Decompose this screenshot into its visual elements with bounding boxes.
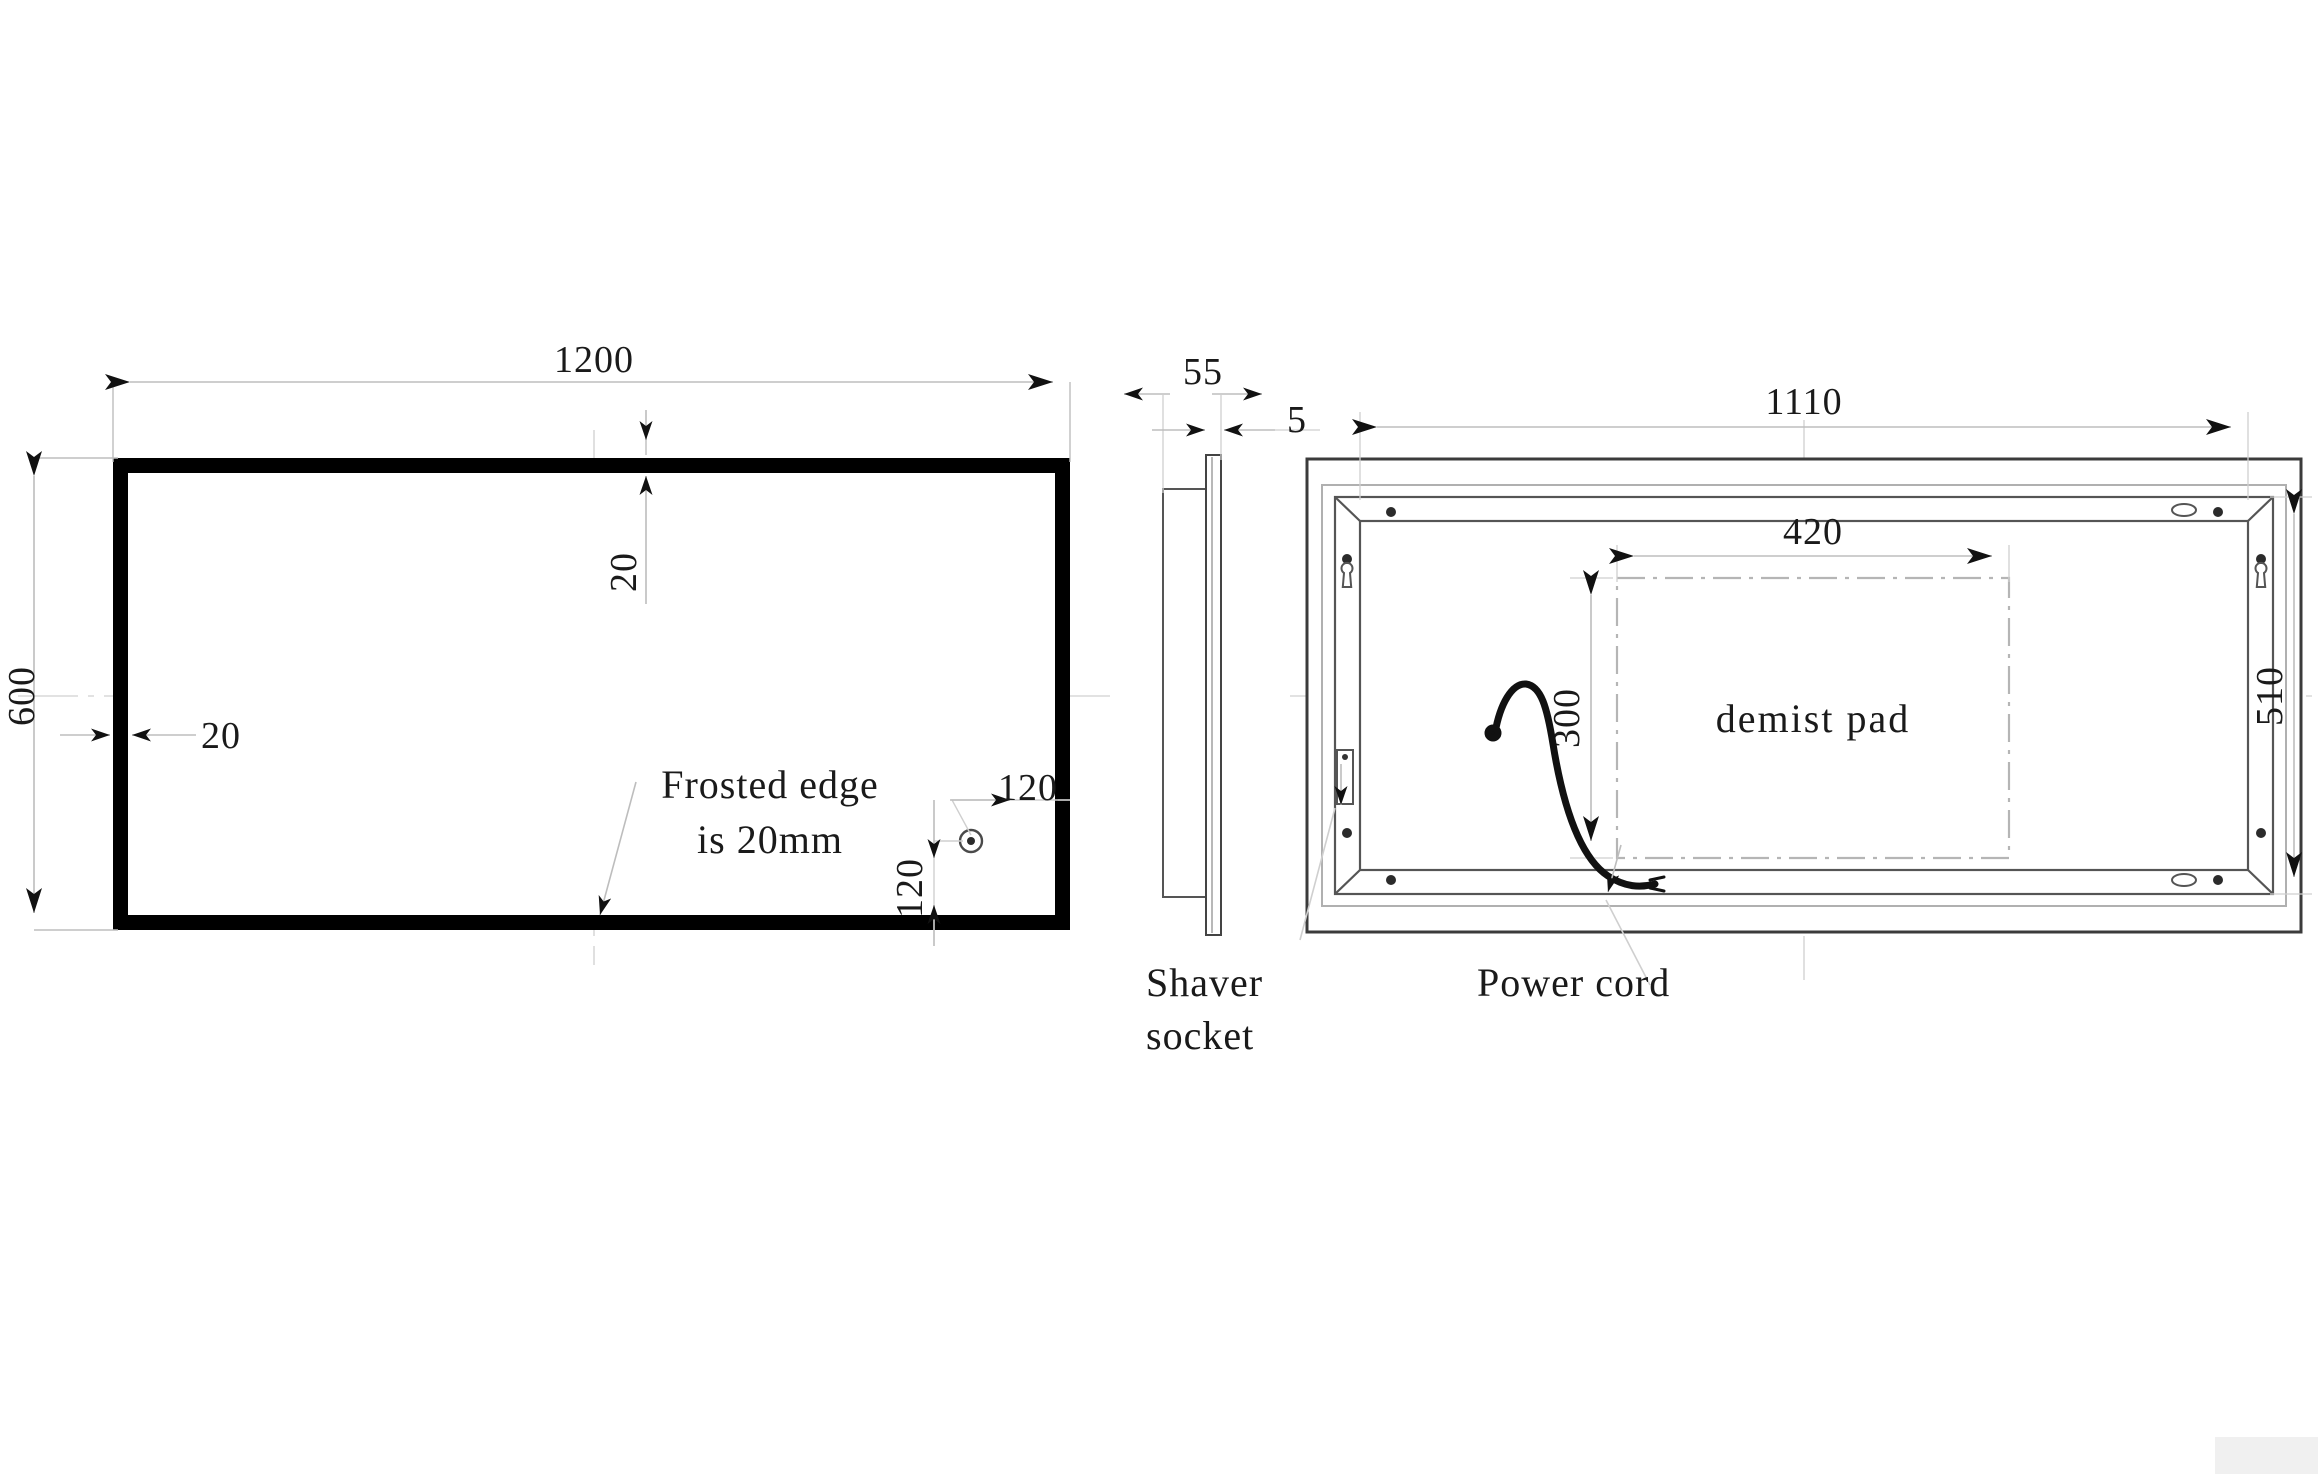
- dimension-label-frosted-left: 20: [201, 715, 241, 757]
- back-view-alu-frame: [1333, 495, 2275, 896]
- dimension-label-sensor-x: 120: [998, 767, 1058, 809]
- dimension-label-glass-thickness: 5: [1287, 399, 1307, 441]
- back-view-bracket-marks: [2171, 503, 2197, 887]
- back-view-outer-frame: [1305, 457, 2303, 934]
- back-view-group: demist pad 1110 510 420: [1146, 381, 2318, 1058]
- dimension-label-back-height: 510: [2249, 666, 2291, 726]
- dimension-pad-width: [1609, 545, 2010, 582]
- dimension-label-front-width: 1200: [554, 339, 634, 381]
- dimension-sensor-x: [950, 793, 1070, 836]
- shaver-socket-leader: [1299, 764, 1348, 941]
- side-view-glass: [1205, 454, 1222, 936]
- frosted-edge-leader: [598, 781, 637, 916]
- dimension-side-depth: [1124, 387, 1262, 493]
- dimension-overall-width: [105, 374, 1071, 462]
- dimension-label-side-depth: 55: [1183, 351, 1223, 393]
- dimension-label-front-height: 600: [1, 666, 43, 726]
- note-frosted-edge-line1: Frosted edge: [661, 762, 879, 807]
- side-view-group: 55 5: [1124, 351, 1320, 936]
- dimension-back-width: [1352, 412, 2249, 500]
- back-view-screws: [1342, 507, 2266, 885]
- dimension-label-frosted-top: 20: [603, 552, 645, 592]
- dimension-label-back-width: 1110: [1765, 381, 1842, 423]
- dimension-back-height: [2270, 489, 2312, 895]
- power-cord-leader: [1605, 844, 1651, 986]
- demist-pad-outline: [1615, 576, 2011, 860]
- corner-swatch: [2215, 1437, 2318, 1474]
- note-frosted-edge-line2: is 20mm: [697, 817, 843, 862]
- shaver-socket-label-line1: Shaver: [1146, 960, 1263, 1005]
- shaver-socket-label-line2: socket: [1146, 1013, 1254, 1058]
- dimension-label-pad-width: 420: [1783, 511, 1843, 553]
- power-cord-label: Power cord: [1477, 960, 1670, 1005]
- dimension-label-sensor-y: 120: [889, 858, 931, 918]
- mirror-front-panel: [113, 458, 1070, 930]
- dimension-overall-height: [26, 451, 118, 931]
- front-view-group: 1200 600 20 20: [1, 339, 1120, 965]
- back-view-keyhole-hangers: [1340, 561, 2268, 588]
- dimension-sensor-y: [927, 800, 963, 946]
- demist-pad-label: demist pad: [1716, 696, 1910, 741]
- side-view-body: [1162, 488, 1209, 898]
